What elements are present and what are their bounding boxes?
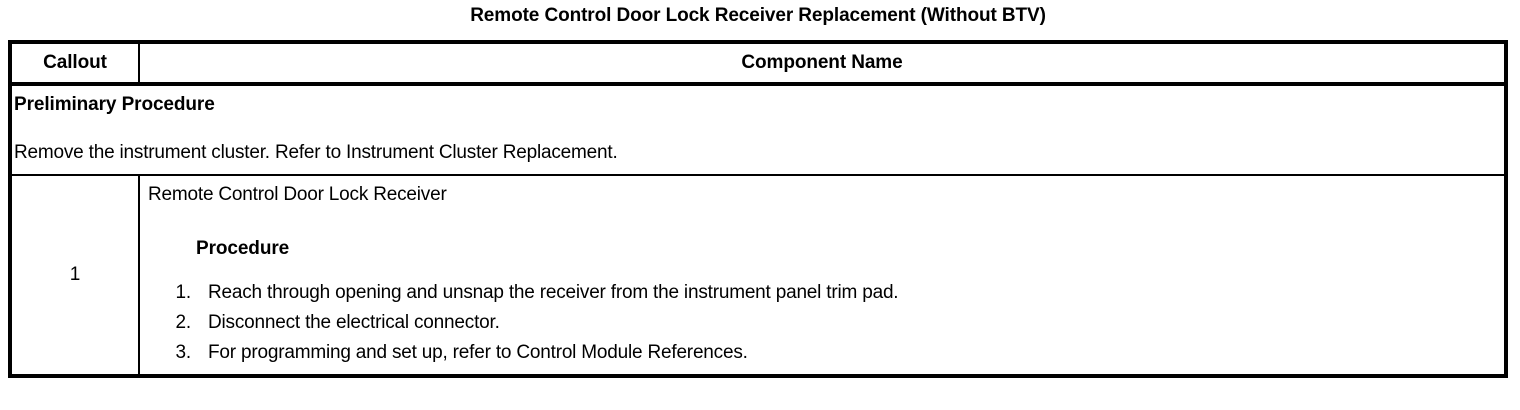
table-header-row: Callout Component Name [10,42,1506,86]
preliminary-procedure-body: Remove the instrument cluster. Refer to … [14,142,618,163]
preliminary-procedure-heading: Preliminary Procedure [14,94,215,115]
column-header-callout: Callout [10,42,140,86]
procedure-table: Callout Component Name Preliminary Proce… [8,40,1508,378]
list-item: Disconnect the electrical connector. [196,310,1502,336]
list-item: Reach through opening and unsnap the rec… [196,280,1502,306]
table-row: 1 Remote Control Door Lock Receiver Proc… [10,175,1506,376]
callout-number: 1 [10,175,140,376]
preliminary-procedure-row: Preliminary Procedure Remove the instrum… [10,84,1506,176]
column-header-component-name: Component Name [139,42,1506,86]
component-cell: Remote Control Door Lock Receiver Proced… [139,175,1506,376]
procedure-heading: Procedure [196,238,290,259]
component-name-text: Remote Control Door Lock Receiver [148,184,447,205]
list-item: For programming and set up, refer to Con… [196,340,1502,366]
procedure-steps-list: Reach through opening and unsnap the rec… [148,280,1502,366]
page-title: Remote Control Door Lock Receiver Replac… [470,5,1046,26]
preliminary-procedure-cell: Preliminary Procedure Remove the instrum… [10,84,1506,176]
